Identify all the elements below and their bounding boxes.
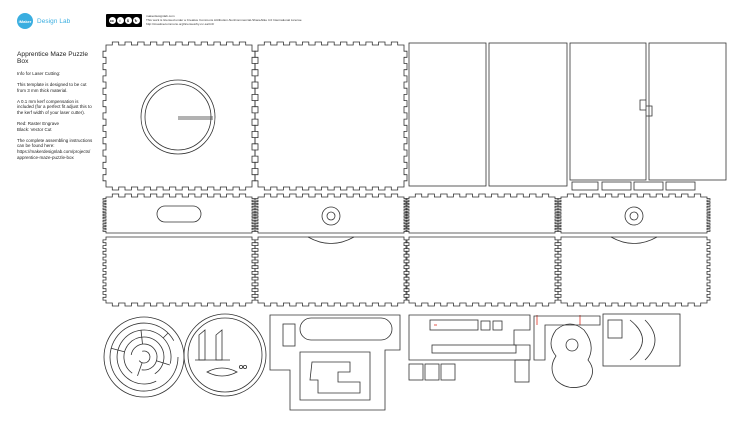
line-legend: Red: Raster Engrave Black: Vector Cut bbox=[17, 121, 60, 132]
strip-4 bbox=[665, 181, 696, 191]
brand-name: Design Lab bbox=[37, 17, 71, 25]
peg-3 bbox=[440, 363, 456, 381]
side-panel-a bbox=[408, 42, 487, 187]
maze-board-frame bbox=[299, 351, 371, 401]
dial-outer-ring bbox=[140, 79, 216, 155]
info-subtitle: Info for Laser Cutting: bbox=[17, 71, 61, 76]
maze-board-slot bbox=[299, 317, 393, 341]
knob-hole-inner bbox=[629, 211, 639, 221]
latch-plate-curve-2 bbox=[644, 319, 656, 361]
lower-panel-2 bbox=[254, 236, 408, 307]
cc-icon: cc bbox=[108, 17, 116, 24]
lid-panel-plain bbox=[254, 41, 408, 191]
face-pillars bbox=[198, 329, 223, 361]
upper-band-4 bbox=[557, 193, 711, 234]
license-block: cc i $ ↻ makerdesignlab.com This work is… bbox=[106, 14, 302, 27]
latch-plate-window bbox=[607, 319, 623, 339]
strip-1 bbox=[571, 181, 599, 191]
lower-panel-4 bbox=[557, 236, 711, 307]
maze-path-piece bbox=[309, 361, 361, 394]
cutting-info-panel: Apprentice Maze Puzzle Box Info for Lase… bbox=[17, 51, 101, 166]
license-url: http://creativecommons.org/licenses/by-n… bbox=[146, 22, 215, 26]
knob-notch-arc bbox=[307, 236, 355, 244]
maze-wall-2 bbox=[137, 362, 143, 377]
maze-wall-3 bbox=[110, 347, 125, 353]
cam-hole bbox=[565, 338, 579, 352]
maze-wall-4 bbox=[140, 330, 143, 345]
maze-wall-1 bbox=[156, 360, 170, 366]
face-disc-outer bbox=[183, 313, 267, 397]
latch-rail-slot bbox=[429, 319, 479, 331]
upper-band-2 bbox=[254, 193, 408, 234]
maze-ring-4 bbox=[130, 343, 158, 371]
nc-icon: $ bbox=[124, 17, 132, 24]
maze-ring-2 bbox=[116, 329, 172, 385]
cam-piece bbox=[550, 323, 593, 388]
maze-ring-5 bbox=[138, 350, 151, 364]
maze-wall-5 bbox=[162, 332, 169, 339]
license-text: makerdesignlab.com This work is licensed… bbox=[146, 14, 302, 26]
peg-4 bbox=[514, 359, 530, 383]
peg-1 bbox=[408, 363, 424, 381]
lower-panel-1 bbox=[102, 236, 256, 307]
knob-notch-arc bbox=[610, 236, 658, 244]
knob-hole-outer bbox=[321, 206, 341, 226]
face-dot-1 bbox=[238, 364, 243, 369]
latch-hole-2 bbox=[492, 320, 503, 331]
material-note: This template is designed to be cut from… bbox=[17, 82, 87, 93]
maze-disc-outer bbox=[103, 316, 185, 398]
knob-hole-outer bbox=[624, 206, 644, 226]
latch-bar bbox=[431, 344, 517, 354]
maze-ring-3 bbox=[123, 336, 165, 375]
door-panel-left bbox=[569, 42, 647, 181]
instructions-note: The complete assembling instructions can… bbox=[17, 137, 93, 160]
maze-ring-1 bbox=[109, 322, 179, 392]
maker-design-lab-logo: iMaker Design Lab bbox=[17, 13, 70, 29]
peg-2 bbox=[424, 363, 440, 381]
brand-badge: iMaker bbox=[17, 13, 33, 29]
face-mouth bbox=[206, 367, 238, 377]
face-disc-inner bbox=[187, 317, 263, 393]
lower-panel-3 bbox=[405, 236, 559, 307]
dial-pointer-slot bbox=[178, 116, 213, 120]
latch-plate bbox=[602, 313, 681, 367]
latch-hole-1 bbox=[480, 320, 491, 331]
by-icon: i bbox=[116, 17, 124, 24]
project-title: Apprentice Maze Puzzle Box bbox=[17, 51, 89, 65]
knob-hole-inner bbox=[326, 211, 336, 221]
side-panel-b bbox=[488, 42, 568, 187]
face-dot-2 bbox=[242, 364, 247, 369]
license-statement: This work is licensed under a Creative C… bbox=[146, 18, 302, 22]
maze-board-outline bbox=[269, 314, 401, 411]
strip-2 bbox=[601, 181, 632, 191]
latch-plate-curve-1 bbox=[629, 319, 643, 361]
handle-slot bbox=[156, 205, 202, 223]
door-panel-right bbox=[648, 42, 727, 181]
upper-band-3 bbox=[405, 193, 559, 234]
strip-3 bbox=[633, 181, 664, 191]
creative-commons-badge-icon: cc i $ ↻ bbox=[106, 14, 142, 27]
kerf-note: A 0.1 mm kerf compensation is included (… bbox=[17, 98, 92, 115]
angle-bracket bbox=[533, 315, 601, 361]
door-hinge-notch bbox=[639, 99, 653, 117]
upper-band-1 bbox=[102, 193, 256, 234]
maze-board-tab bbox=[282, 323, 296, 347]
license-site: makerdesignlab.com bbox=[146, 14, 175, 18]
sa-icon: ↻ bbox=[132, 17, 140, 24]
lid-panel-dial bbox=[102, 41, 256, 191]
